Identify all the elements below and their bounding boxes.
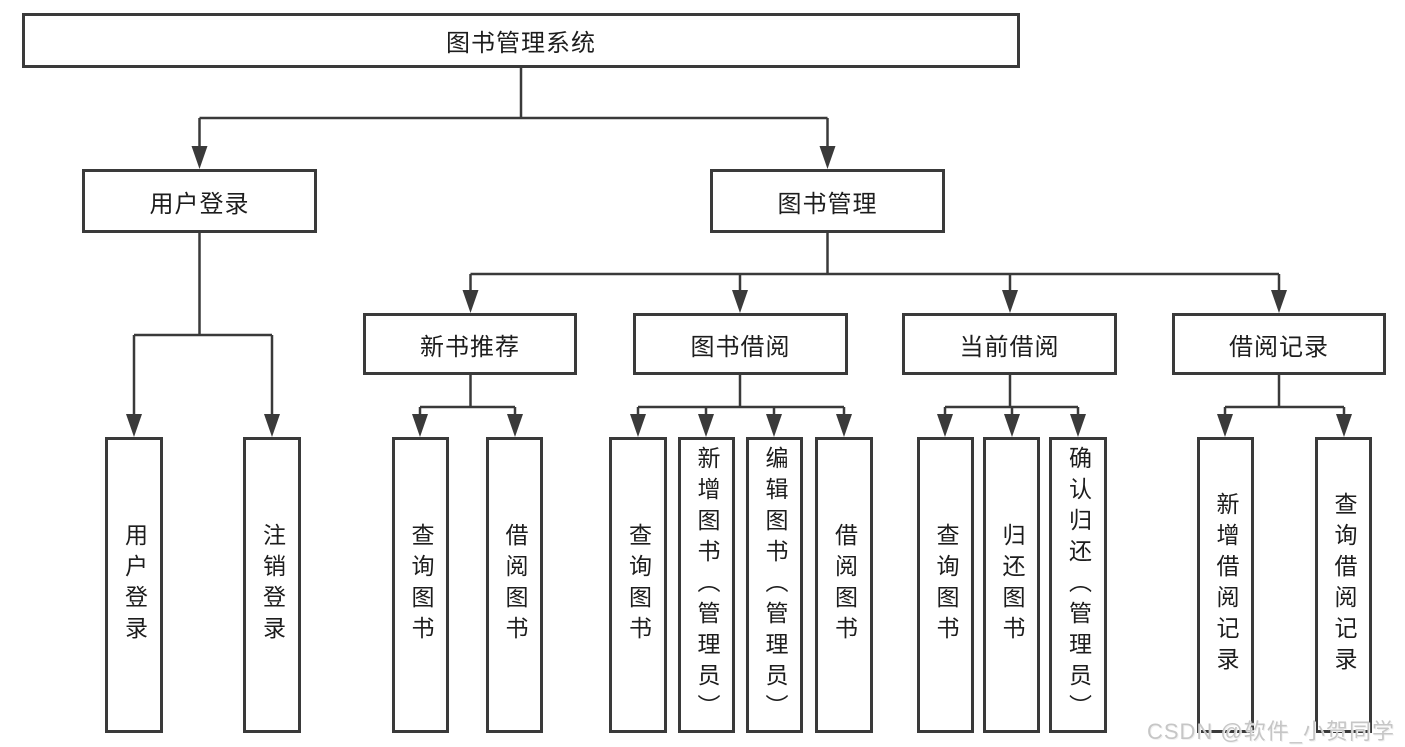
arrowhead [836,414,852,437]
node-user-login: 用户登录 [82,169,317,233]
node-label: 新增图书（管理员） [694,445,720,725]
leaf-logout: 注销登录 [243,437,301,733]
arrowhead [507,414,523,437]
arrowhead [126,414,142,437]
node-label: 查询图书 [933,523,959,647]
arrowhead [1271,290,1287,313]
node-label: 借阅图书 [502,523,528,647]
node-label: 借阅图书 [831,523,858,647]
node-label: 归还图书 [999,523,1025,647]
leaf-borrow-books-1: 借阅图书 [486,437,543,733]
arrowheads [126,146,1352,437]
arrowhead [630,414,646,437]
arrowhead [937,414,953,437]
arrowhead [191,146,208,169]
arrowhead [412,414,428,437]
node-label: 查询图书 [625,523,652,647]
leaf-user-login: 用户登录 [105,437,163,733]
arrowhead [462,290,479,313]
leaf-query-books-2: 查询图书 [609,437,667,733]
node-label: 新书推荐 [420,333,520,361]
leaf-confirm-return-admin: 确认归还（管理员） [1049,437,1107,733]
arrowhead [1336,414,1352,437]
node-borrow-records: 借阅记录 [1172,313,1386,375]
node-label: 图书管理系统 [446,30,596,57]
node-new-book-recommend: 新书推荐 [363,313,577,375]
node-label: 用户登录 [121,523,148,647]
node-label: 确认归还（管理员） [1065,445,1092,725]
node-library-system: 图书管理系统 [22,13,1020,68]
arrowhead [819,146,836,169]
arrowhead [1070,414,1086,437]
leaf-return-book: 归还图书 [983,437,1040,733]
leaf-query-borrow-record: 查询借阅记录 [1315,437,1372,733]
node-label: 当前借阅 [959,333,1060,361]
arrowhead [1217,414,1233,437]
node-current-borrowing: 当前借阅 [902,313,1117,375]
node-book-management: 图书管理 [710,169,945,233]
leaf-edit-book-admin: 编辑图书（管理员） [746,437,803,733]
leaf-add-borrow-record: 新增借阅记录 [1197,437,1254,733]
arrowhead [1002,290,1018,313]
arrowhead [732,290,748,313]
node-label: 查询图书 [408,523,434,647]
node-label: 借阅记录 [1229,333,1329,361]
leaf-borrow-books-2: 借阅图书 [815,437,873,733]
node-book-borrowing: 图书借阅 [633,313,848,375]
node-label: 编辑图书（管理员） [762,445,788,725]
node-label: 注销登录 [259,523,286,647]
node-label: 查询借阅记录 [1331,492,1357,678]
node-label: 用户登录 [149,190,250,218]
leaf-query-books-3: 查询图书 [917,437,974,733]
node-label: 图书借阅 [690,333,791,361]
node-label: 图书管理 [777,190,878,218]
arrowhead [264,414,280,437]
leaf-query-books-1: 查询图书 [392,437,449,733]
arrowhead [698,414,714,437]
arrowhead [1004,414,1020,437]
csdn-watermark: CSDN @软件_小贺同学 [1146,719,1395,744]
node-label: 新增借阅记录 [1213,492,1239,678]
leaf-add-book-admin: 新增图书（管理员） [678,437,735,733]
arrowhead [766,414,782,437]
